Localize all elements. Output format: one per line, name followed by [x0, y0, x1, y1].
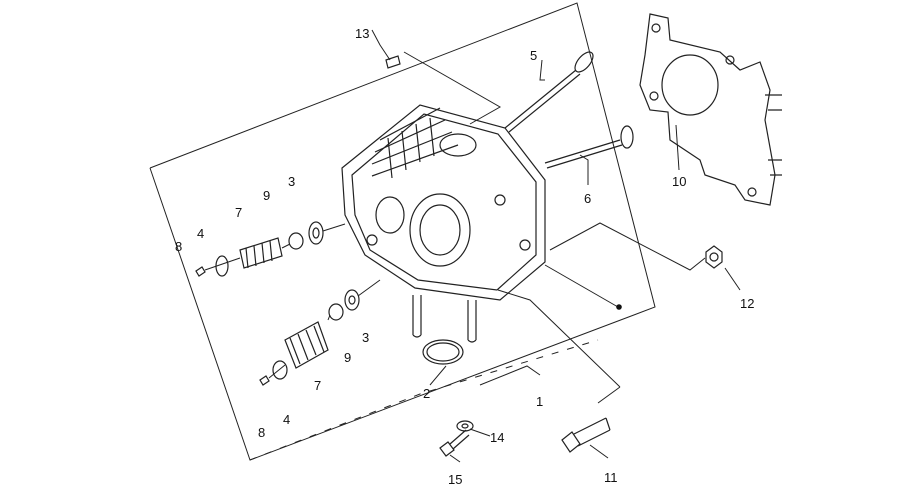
- flange-nut: [705, 245, 723, 269]
- callout-8-lower: 8: [258, 425, 265, 440]
- callout-5: 5: [530, 48, 537, 63]
- callout-12: 12: [740, 296, 754, 311]
- long-bolt: [561, 417, 611, 453]
- upper-valve-train: [195, 221, 346, 277]
- dowel-pin: [385, 55, 401, 69]
- callout-9-upper: 9: [263, 188, 270, 203]
- callout-13: 13: [355, 26, 369, 41]
- cylinder-head: [341, 104, 546, 343]
- callout-14: 14: [490, 430, 504, 445]
- o-ring: [422, 339, 464, 365]
- callout-labels: 13 5 10 6 3 9 7 4 8 12 3 9 7 2 1 4 8 14 …: [175, 26, 754, 487]
- callout-6: 6: [584, 191, 591, 206]
- callout-9-lower: 9: [344, 350, 351, 365]
- callout-11: 11: [604, 470, 618, 485]
- small-bolt: [439, 429, 470, 457]
- callout-15: 15: [448, 472, 462, 487]
- assembly-frame: [149, 2, 656, 461]
- callout-7-lower: 7: [314, 378, 321, 393]
- callout-7-upper: 7: [235, 205, 242, 220]
- callout-3-upper: 3: [288, 174, 295, 189]
- reference-dot: [616, 304, 622, 310]
- callout-2: 2: [423, 386, 430, 401]
- callout-3-lower: 3: [362, 330, 369, 345]
- callout-10: 10: [672, 174, 686, 189]
- lower-valve-train: [259, 279, 381, 386]
- leader-lines: [371, 29, 741, 463]
- callout-8-upper: 8: [175, 239, 182, 254]
- intake-valve: [504, 51, 594, 133]
- callout-4-upper: 4: [197, 226, 204, 241]
- callout-1: 1: [536, 394, 543, 409]
- head-gasket: [639, 13, 782, 206]
- exhaust-valve: [544, 125, 634, 169]
- callout-4-lower: 4: [283, 412, 290, 427]
